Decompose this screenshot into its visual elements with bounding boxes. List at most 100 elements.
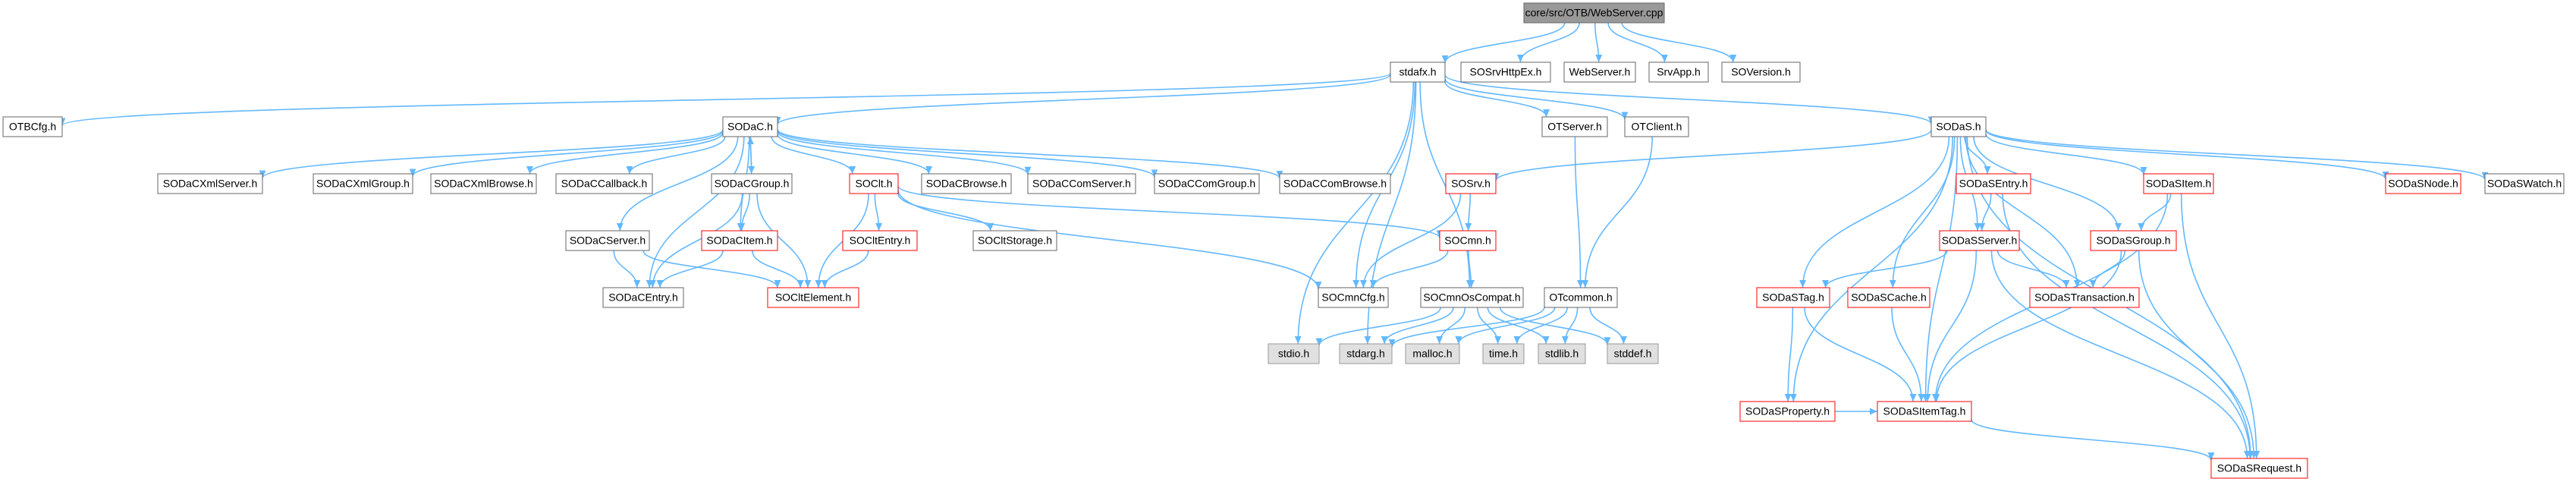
node-SOVersion[interactable]: SOVersion.h (1721, 61, 1801, 83)
node-OTServer[interactable]: OTServer.h (1541, 116, 1608, 137)
node-SODaCServer[interactable]: SODaCServer.h (565, 230, 650, 251)
edge-OTcommon-to-malloc (1455, 307, 1556, 345)
edge-SODaS-to-SODaSTag (1799, 136, 1950, 288)
node-OTClient[interactable]: OTClient.h (1624, 116, 1689, 137)
node-stdafx[interactable]: stdafx.h (1390, 61, 1446, 83)
node-SODaCComGroup[interactable]: SODaCComGroup.h (1154, 173, 1260, 194)
node-box-SODaCGroup (711, 173, 793, 194)
edge-SODaSServer-to-SODaSTag (1822, 250, 1948, 288)
edge-SOCmn-to-SOCmnOsCompat (1468, 250, 1475, 288)
edge-SODaS-to-SODaSCache (1889, 136, 1956, 288)
edge-SODaSCache-to-SODaSItemTag (1891, 307, 1925, 402)
node-SODaSGroup[interactable]: SODaSGroup.h (2090, 230, 2177, 251)
edge-SOCmnOsCompat-to-stddef (1499, 307, 1611, 345)
node-stdio[interactable]: stdio.h (1268, 343, 1320, 364)
edge-SODaS-to-SODaSWatch (1985, 129, 2489, 181)
node-box-OTServer (1541, 116, 1608, 137)
node-stddef[interactable]: stddef.h (1607, 343, 1659, 364)
node-SODaCXmlBrowse[interactable]: SODaCXmlBrowse.h (430, 173, 537, 194)
node-SrvApp[interactable]: SrvApp.h (1648, 61, 1709, 83)
node-label-SODaCXmlBrowse: SODaCXmlBrowse.h (434, 178, 533, 190)
edge-SODaC-to-SODaCComBrowse (777, 128, 1283, 179)
node-label-SODaCXmlServer: SODaCXmlServer.h (163, 178, 257, 190)
node-box-stdafx (1390, 61, 1446, 83)
node-label-OTClient: OTClient.h (1632, 121, 1682, 133)
node-SODaSProperty[interactable]: SODaSProperty.h (1739, 401, 1836, 422)
node-WebServer[interactable]: WebServer.h (1563, 61, 1636, 83)
node-SODaSTransaction[interactable]: SODaSTransaction.h (2029, 287, 2140, 308)
node-label-SOCmnCfg: SOCmnCfg.h (1321, 291, 1384, 304)
edge-OTcommon-to-stdlib (1561, 307, 1579, 345)
node-SOCmnOsCompat[interactable]: SOCmnOsCompat.h (1420, 287, 1524, 308)
node-label-SODaCComBrowse: SODaCComBrowse.h (1283, 178, 1387, 190)
node-SODaSServer[interactable]: SODaSServer.h (1939, 230, 2020, 251)
node-SOCmn[interactable]: SOCmn.h (1439, 230, 1497, 251)
node-SODaSRequest[interactable]: SODaSRequest.h (2210, 458, 2308, 479)
node-SODaCXmlServer[interactable]: SODaCXmlServer.h (157, 173, 263, 194)
node-label-OTServer: OTServer.h (1547, 121, 1602, 133)
node-label-SODaSGroup: SODaSGroup.h (2096, 235, 2170, 247)
node-box-SODaCComBrowse (1279, 173, 1391, 194)
node-malloc[interactable]: malloc.h (1405, 343, 1460, 364)
node-SODaSCache[interactable]: SODaSCache.h (1847, 287, 1930, 308)
node-SODaSEntry[interactable]: SODaSEntry.h (1956, 173, 2031, 194)
node-SODaCEntry[interactable]: SODaCEntry.h (602, 287, 684, 308)
node-SODaSItem[interactable]: SODaSItem.h (2143, 173, 2214, 194)
node-box-SOSrvHttpEx (1460, 61, 1551, 83)
node-box-SOClt (849, 173, 899, 194)
node-SODaSItemTag[interactable]: SODaSItemTag.h (1877, 401, 1972, 422)
edge-SODaS-to-SODaSItem (1985, 134, 2147, 175)
node-box-stdio (1268, 343, 1320, 364)
node-SOSrvHttpEx[interactable]: SOSrvHttpEx.h (1460, 61, 1551, 83)
node-box-OTBCfg (2, 116, 63, 137)
node-label-SODaSItem: SODaSItem.h (2146, 178, 2211, 190)
node-time[interactable]: time.h (1482, 343, 1525, 364)
edge-stdafx-to-stdio (1294, 81, 1415, 345)
node-SODaCComBrowse[interactable]: SODaCComBrowse.h (1279, 173, 1391, 194)
node-SODaCComServer[interactable]: SODaCComServer.h (1027, 173, 1136, 194)
edge-SODaC-to-SODaCXmlBrowse (526, 132, 724, 175)
edge-SODaS-to-SODaSTransaction (1965, 136, 2081, 288)
edge-SOCmn-to-SOCmnCfg (1369, 250, 1449, 288)
node-box-stdlib (1538, 343, 1586, 364)
node-SODaCXmlGroup[interactable]: SODaCXmlGroup.h (313, 173, 413, 194)
node-SODaSTag[interactable]: SODaSTag.h (1756, 287, 1830, 308)
node-SODaS[interactable]: SODaS.h (1930, 116, 1987, 137)
node-SODaSWatch[interactable]: SODaSWatch.h (2484, 173, 2565, 194)
node-label-SODaSProperty: SODaSProperty.h (1745, 405, 1830, 417)
node-SOCltEntry[interactable]: SOCltEntry.h (842, 230, 918, 251)
edge-SODaCGroup-to-SODaCEntry (649, 193, 743, 288)
edge-SOCmnOsCompat-to-time (1476, 307, 1502, 345)
edge-OTServer-to-OTcommon (1574, 136, 1585, 288)
node-label-malloc: malloc.h (1412, 348, 1452, 360)
node-SODaCCallback[interactable]: SODaCCallback.h (555, 173, 653, 194)
node-SODaC[interactable]: SODaC.h (722, 116, 778, 137)
node-box-SOCmn (1439, 230, 1497, 251)
edge-SODaC-to-SOClt (771, 136, 856, 175)
node-SOCmnCfg[interactable]: SOCmnCfg.h (1318, 287, 1389, 308)
node-OTcommon[interactable]: OTcommon.h (1544, 287, 1618, 308)
node-SOSrv[interactable]: SOSrv.h (1445, 173, 1497, 194)
node-box-SOCmnOsCompat (1420, 287, 1524, 308)
node-OTBCfg[interactable]: OTBCfg.h (2, 116, 63, 137)
node-stdarg[interactable]: stdarg.h (1339, 343, 1393, 364)
node-label-SOSrv: SOSrv.h (1451, 178, 1491, 190)
node-SODaSNode[interactable]: SODaSNode.h (2385, 173, 2461, 194)
edge-stdafx-to-SODaS (1444, 74, 1935, 124)
node-SOCltStorage[interactable]: SOCltStorage.h (972, 230, 1057, 251)
node-SOCltElement[interactable]: SOCltElement.h (767, 287, 859, 308)
node-label-SODaSWatch: SODaSWatch.h (2487, 178, 2562, 190)
node-SODaCBrowse[interactable]: SODaCBrowse.h (921, 173, 1012, 194)
edge-SODaC-to-SODaCComGroup (777, 130, 1158, 178)
edge-SODaC-to-SODaCXmlServer (259, 129, 724, 179)
node-label-time: time.h (1489, 348, 1518, 360)
node-box-WebServer (1563, 61, 1636, 83)
edge-SODaSTag-to-SODaSItemTag (1804, 307, 1917, 402)
node-SOClt[interactable]: SOClt.h (849, 173, 899, 194)
edge-stdafx-to-SOCmnOsCompat (1419, 81, 1473, 288)
node-SODaCGroup[interactable]: SODaCGroup.h (711, 173, 793, 194)
edge-SOClt-to-SOCmn (897, 185, 1444, 238)
edge-stdafx-to-SODaC (774, 74, 1391, 125)
node-stdlib[interactable]: stdlib.h (1538, 343, 1586, 364)
node-SODaCItem[interactable]: SODaCItem.h (701, 230, 778, 251)
